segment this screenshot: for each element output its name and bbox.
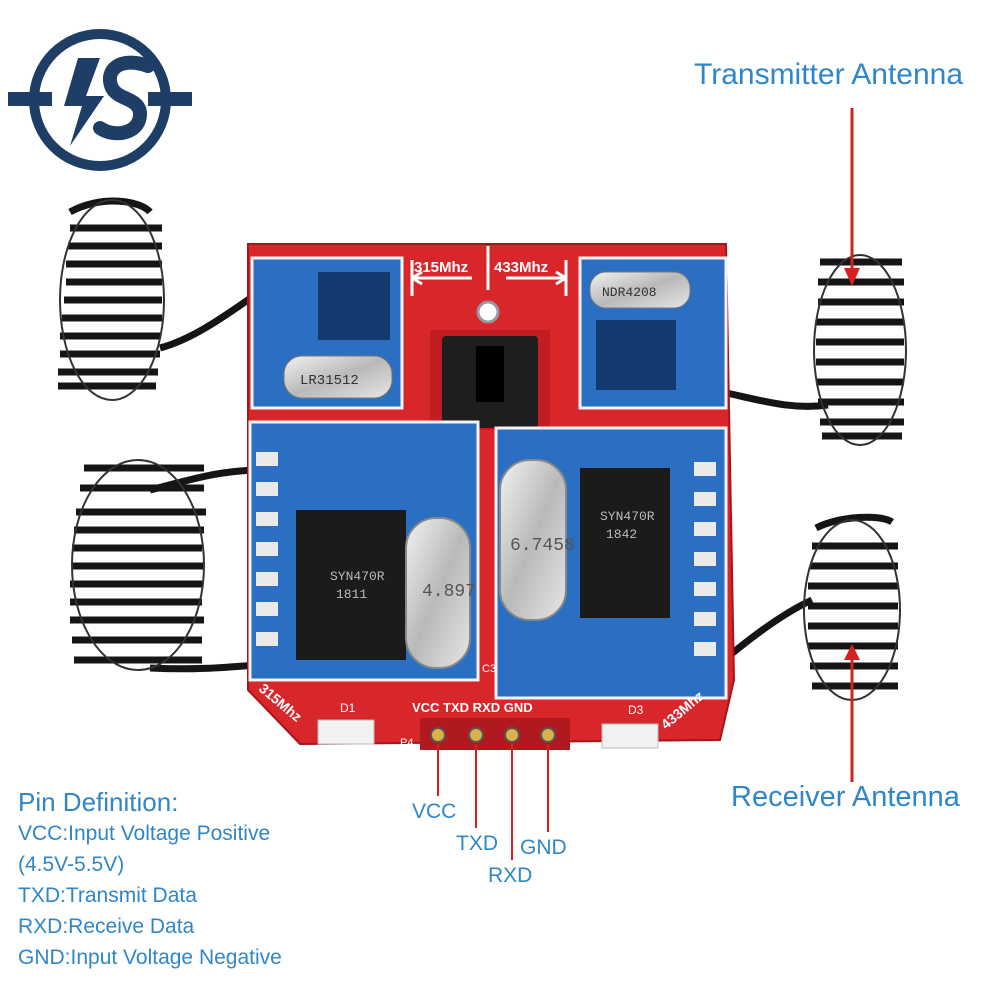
logo-icon — [8, 29, 192, 171]
chip-left-line2: 1811 — [336, 587, 367, 602]
freq-right-label: 433Mhz — [494, 259, 548, 276]
coil-antenna-icon — [721, 254, 907, 446]
pin-label-txd: TXD — [456, 832, 498, 855]
led-right-label: D3 — [628, 703, 644, 717]
pin-definition-heading: Pin Definition: — [18, 787, 179, 817]
resonator-right-label: NDR4208 — [602, 285, 657, 300]
pin-definition-row: VCC:Input Voltage Positive — [18, 822, 271, 845]
chip-right-line1: SYN470R — [600, 509, 655, 524]
coil-antenna-icon — [721, 513, 901, 701]
cap-ref-label: C3 — [482, 663, 496, 675]
led-left-label: D1 — [340, 701, 356, 715]
chip-left-line1: SYN470R — [330, 569, 385, 584]
arrow-icon — [844, 644, 860, 782]
crystal-right-label: 6.7458 — [510, 536, 575, 556]
pin-definition: Pin Definition: VCC:Input Voltage Positi… — [18, 786, 282, 973]
transmitter-antenna-label: Transmitter Antenna — [694, 58, 964, 91]
pin-definition-row: GND:Input Voltage Negative — [18, 946, 282, 969]
header-ref-label: P4 — [400, 737, 413, 749]
pin-label-rxd: RXD — [488, 864, 533, 887]
header-pins-label: VCC TXD RXD GND — [412, 700, 533, 715]
freq-left-label: 315Mhz — [414, 259, 468, 276]
pin-definition-row: RXD:Receive Data — [18, 915, 195, 938]
freq-arrows — [410, 246, 568, 296]
chip-right-line2: 1842 — [606, 527, 637, 542]
coil-antenna-icon — [70, 459, 263, 673]
pin-definition-row: (4.5V-5.5V) — [18, 853, 125, 876]
resonator-left-label: LR31512 — [300, 373, 359, 389]
receiver-antenna-label: Receiver Antenna — [731, 781, 960, 813]
arrow-icon — [844, 108, 860, 286]
pin-leader-lines — [437, 744, 549, 860]
pin-label-vcc: VCC — [412, 800, 457, 823]
crystal-left-label: 4.897 — [422, 582, 476, 602]
pcb-board: LR31512 NDR4208 SYN470R 1811 4.897 6.745… — [247, 243, 736, 750]
coil-antenna-icon — [58, 197, 265, 401]
pin-label-gnd: GND — [520, 836, 567, 859]
pin-definition-row: TXD:Transmit Data — [18, 884, 197, 907]
